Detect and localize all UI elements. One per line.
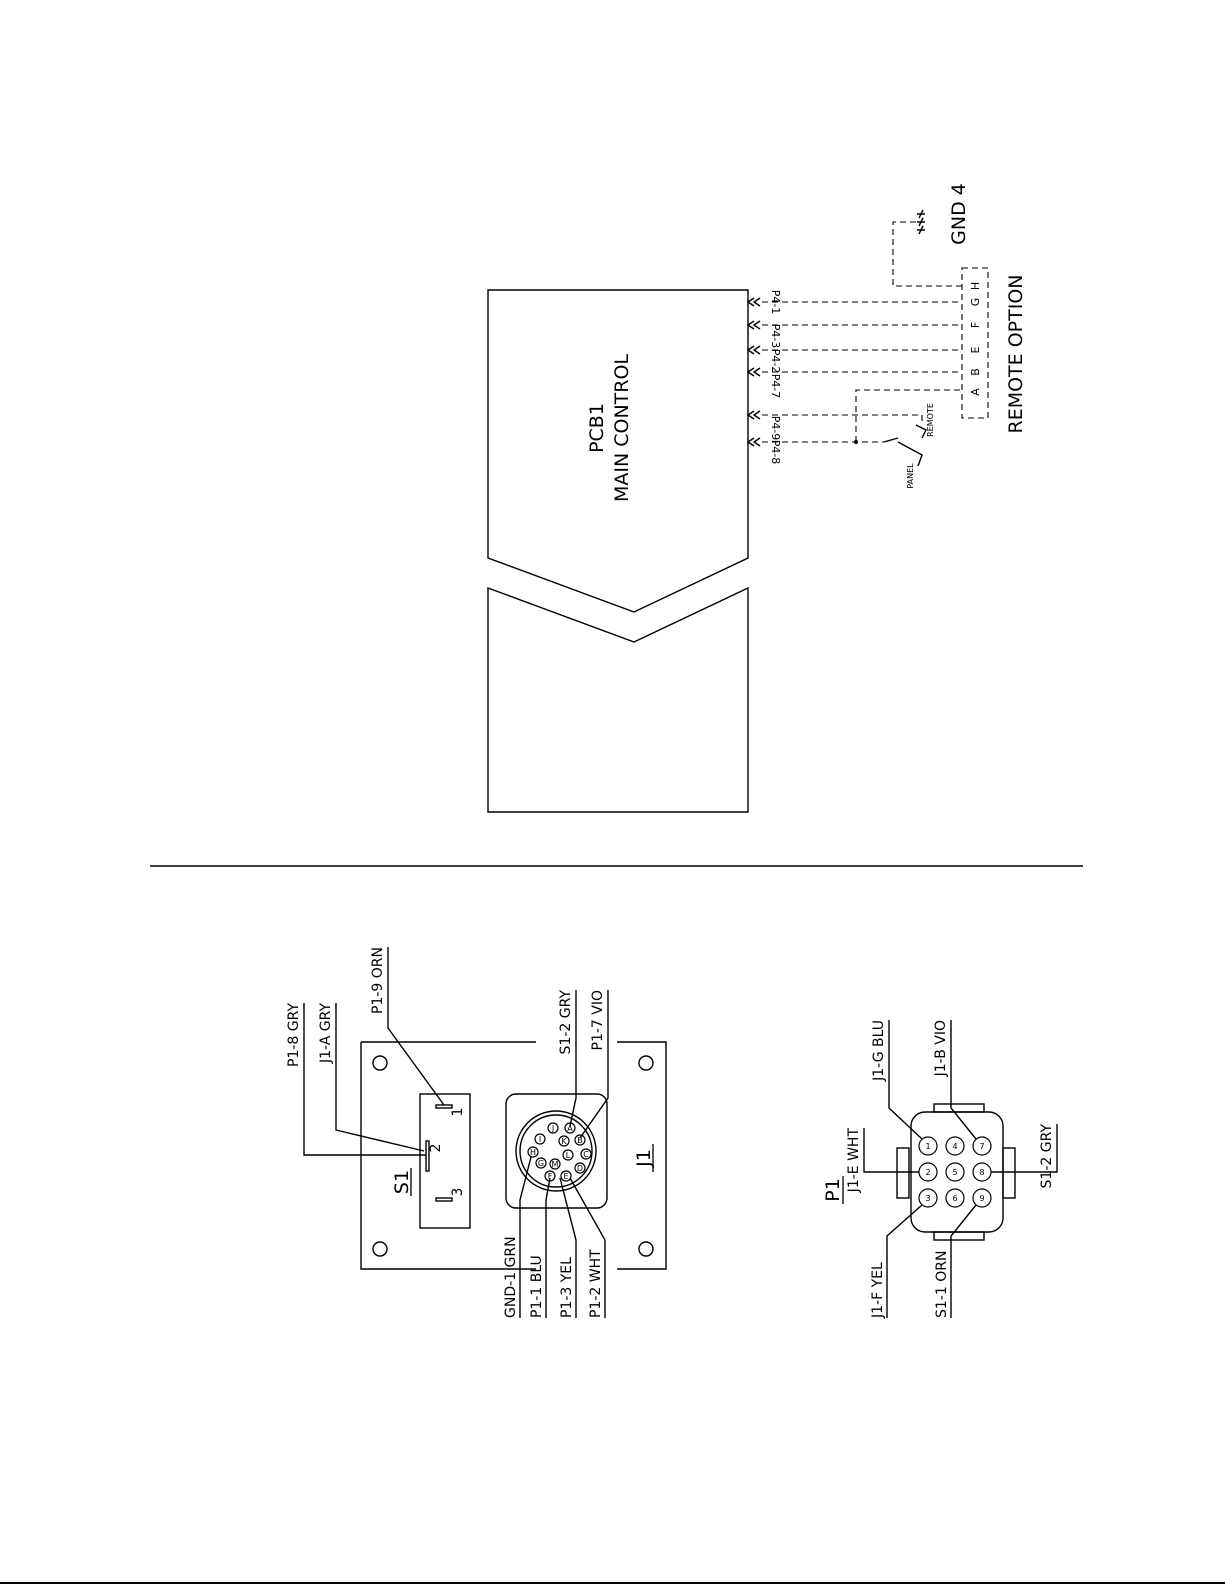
remote-pin-b: B	[969, 368, 982, 376]
s1-pin-label: 2	[428, 1144, 444, 1153]
p4-label: P4-9	[769, 416, 782, 441]
p1-plug: 1 2 3 4 5 6 7 8 9 P1 J1-E WHT J1-G BLU J…	[822, 1020, 1057, 1319]
mount-hole	[639, 1056, 653, 1070]
p4-label: P4-2	[769, 349, 782, 374]
wire-j1-b-vio	[951, 1020, 976, 1139]
p4-label: P4-8	[769, 440, 782, 465]
wire-label: P1-2 WHT	[588, 1249, 604, 1318]
j1-pin: D	[577, 1164, 583, 1173]
wire-j1-a-gry	[336, 1003, 424, 1151]
mount-hole	[373, 1056, 387, 1070]
p1-latch-left	[897, 1148, 909, 1198]
p1-pin: 2	[925, 1168, 930, 1177]
wire-label: S1-1 ORN	[934, 1251, 950, 1318]
wire-label: J1-G BLU	[871, 1020, 887, 1082]
remote-pin-f: F	[969, 322, 982, 328]
j1-pin: E	[563, 1172, 568, 1181]
p1-pins: 1 2 3 4 5 6 7 8 9	[919, 1137, 991, 1207]
wire-label: P1-9 ORN	[370, 947, 386, 1014]
gnd-label: GND 4	[948, 183, 970, 245]
wire-label: P1-1 BLU	[529, 1255, 545, 1318]
p1-key-bottom	[934, 1232, 984, 1240]
wire-label: J1-B VIO	[933, 1020, 949, 1077]
wire-label: J1-E WHT	[846, 1128, 862, 1194]
wire-j1-g-blu	[889, 1020, 922, 1139]
p1-pin: 9	[979, 1194, 984, 1203]
panel-switch-label: PANEL	[906, 463, 915, 489]
j1-pin: K	[561, 1137, 567, 1146]
remote-pin-a: A	[969, 388, 982, 396]
j1-pin: M	[552, 1160, 559, 1169]
j1-pin: I	[539, 1135, 541, 1144]
wire-label: S1-2 GRY	[1039, 1124, 1055, 1189]
remote-pin-g: G	[969, 298, 982, 307]
p4-label: P4-7	[769, 374, 782, 399]
wire-label: P1-7 VIO	[590, 990, 606, 1050]
p4-label: P4-3	[769, 324, 782, 349]
wire-label: J1-F YEL	[870, 1262, 886, 1319]
wire-p1-9-orn	[388, 947, 444, 1105]
pcb1-lower-outline	[488, 588, 748, 812]
remote-wiring: PANEL REMOTE GND 4	[762, 183, 970, 488]
p1-pin: 7	[979, 1142, 984, 1151]
s1-j1-panel: 1 2 3 S1 P1-8 GRY J1-A GRY P1-9 ORN A B …	[286, 947, 666, 1318]
j1-label: J1	[633, 1149, 655, 1168]
j1-pin: J	[551, 1124, 554, 1133]
p1-pin: 1	[925, 1142, 930, 1151]
j1-connector: A B C D E F G H I J K L M J1	[506, 1094, 655, 1208]
panel-switch-blade	[898, 442, 922, 466]
pcb1-board: PCB1 MAIN CONTROL	[488, 290, 748, 812]
mount-hole	[639, 1242, 653, 1256]
p4-connector: P4-1 P4-3 P4-2 P4-7 P4-9 P4-8	[748, 290, 782, 465]
remote-option-title: REMOTE OPTION	[1005, 275, 1027, 434]
mount-hole	[373, 1242, 387, 1256]
p1-pin: 3	[925, 1194, 930, 1203]
s1-pin-label: 1	[450, 1108, 466, 1117]
remote-pin-h: H	[969, 282, 982, 290]
p1-label: P1	[822, 1178, 844, 1202]
p1-pin: 5	[952, 1168, 957, 1177]
wire-p1-1-blu	[546, 1178, 550, 1318]
wire-label: P1-3 YEL	[559, 1257, 575, 1318]
wire-j1-f-yel	[887, 1205, 922, 1318]
wire-label: P1-8 GRY	[286, 1003, 302, 1067]
wire-label: S1-2 GRY	[558, 990, 574, 1055]
remote-switch-label: REMOTE	[926, 403, 935, 437]
wire-s1-1-orn	[951, 1205, 976, 1318]
j1-pin: C	[583, 1150, 589, 1159]
s1-label: S1	[391, 1170, 413, 1194]
junction-dot	[854, 440, 858, 444]
s1-pin-label: 3	[450, 1188, 466, 1197]
p1-pin: 6	[952, 1194, 957, 1203]
p1-pin: 4	[952, 1142, 957, 1151]
pcb1-subtitle: MAIN CONTROL	[611, 354, 633, 502]
wire-p4-9-remote	[762, 415, 922, 425]
j1-pin: G	[538, 1159, 544, 1168]
remote-switch-blade	[916, 425, 926, 438]
wire-label: J1-A GRY	[318, 1003, 334, 1064]
wire-common-b	[856, 390, 962, 442]
s1-switch: 1 2 3 S1	[391, 1094, 470, 1228]
remote-option-connector: H G F E B A REMOTE OPTION	[962, 268, 1027, 434]
wire-label: GND-1 GRN	[503, 1236, 519, 1318]
pcb1-title: PCB1	[586, 403, 608, 453]
j1-pin: L	[566, 1151, 571, 1160]
remote-pin-e: E	[969, 346, 982, 353]
p1-pin: 8	[979, 1168, 984, 1177]
j1-pin: H	[530, 1148, 536, 1157]
p1-key-top	[934, 1104, 984, 1112]
panel-switch-contact	[884, 438, 898, 442]
p1-latch-right	[1003, 1148, 1015, 1198]
s1-terminal-3	[436, 1198, 452, 1201]
